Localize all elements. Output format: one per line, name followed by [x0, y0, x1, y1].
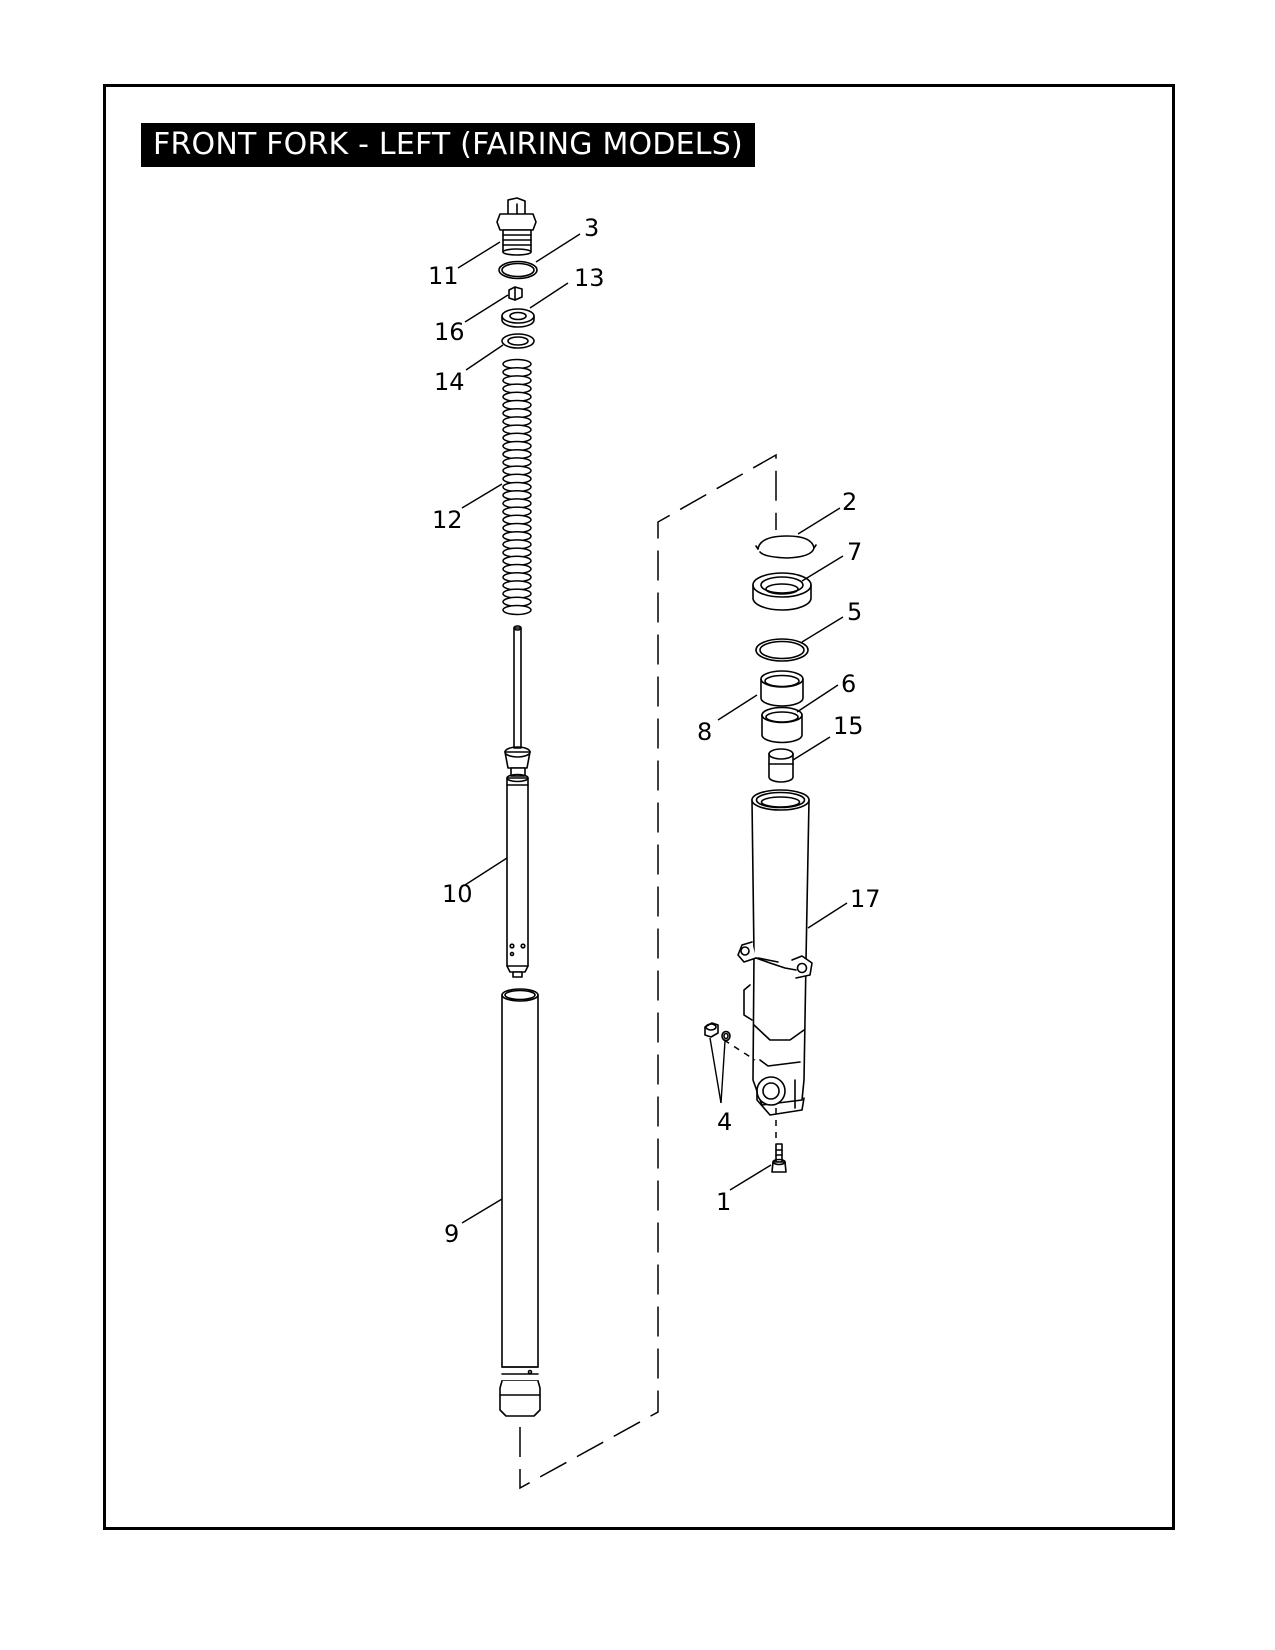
callout-12: 12	[432, 506, 463, 534]
callout-1: 1	[716, 1188, 731, 1216]
part-lower-bushing	[761, 706, 803, 744]
part-socket-screw	[771, 1143, 787, 1173]
part-drain-screw	[704, 1022, 731, 1042]
part-nut	[508, 286, 523, 301]
callout-6: 6	[841, 670, 856, 698]
callout-10: 10	[442, 880, 473, 908]
callout-16: 16	[434, 318, 465, 346]
callout-2: 2	[842, 488, 857, 516]
callout-8: 8	[697, 718, 712, 746]
part-washer	[501, 333, 535, 349]
spring-coil	[502, 604, 532, 616]
part-fork-tube	[499, 988, 541, 1417]
diagram-title: FRONT FORK - LEFT (FAIRING MODELS)	[141, 123, 755, 167]
part-damper-rod	[504, 625, 531, 978]
part-retaining-clip	[757, 535, 815, 559]
callout-5: 5	[847, 598, 862, 626]
callout-15: 15	[833, 712, 864, 740]
callout-3: 3	[584, 214, 599, 242]
callout-4: 4	[717, 1108, 732, 1136]
part-oil-seal	[752, 572, 812, 611]
leader-lines	[457, 233, 848, 1224]
part-seal-spacer	[755, 638, 809, 662]
assembly-dash-lines	[519, 453, 777, 1490]
part-oil-lock	[768, 748, 794, 783]
part-spring-retainer	[501, 308, 535, 328]
callout-13: 13	[574, 264, 605, 292]
callout-7: 7	[847, 538, 862, 566]
part-fork-cap	[496, 197, 537, 256]
callout-17: 17	[850, 885, 881, 913]
callout-14: 14	[434, 368, 465, 396]
part-fork-spring	[502, 358, 532, 616]
part-upper-bushing	[760, 670, 804, 707]
callout-11: 11	[428, 262, 459, 290]
part-o-ring	[498, 260, 538, 280]
callout-9: 9	[444, 1220, 459, 1248]
callout-labels: 3 11 13 16 14 12 10 9 2 7 5 6 8 15 17 4 …	[428, 214, 881, 1248]
part-fork-slider	[737, 789, 813, 1116]
diagram-frame	[103, 84, 1175, 1530]
